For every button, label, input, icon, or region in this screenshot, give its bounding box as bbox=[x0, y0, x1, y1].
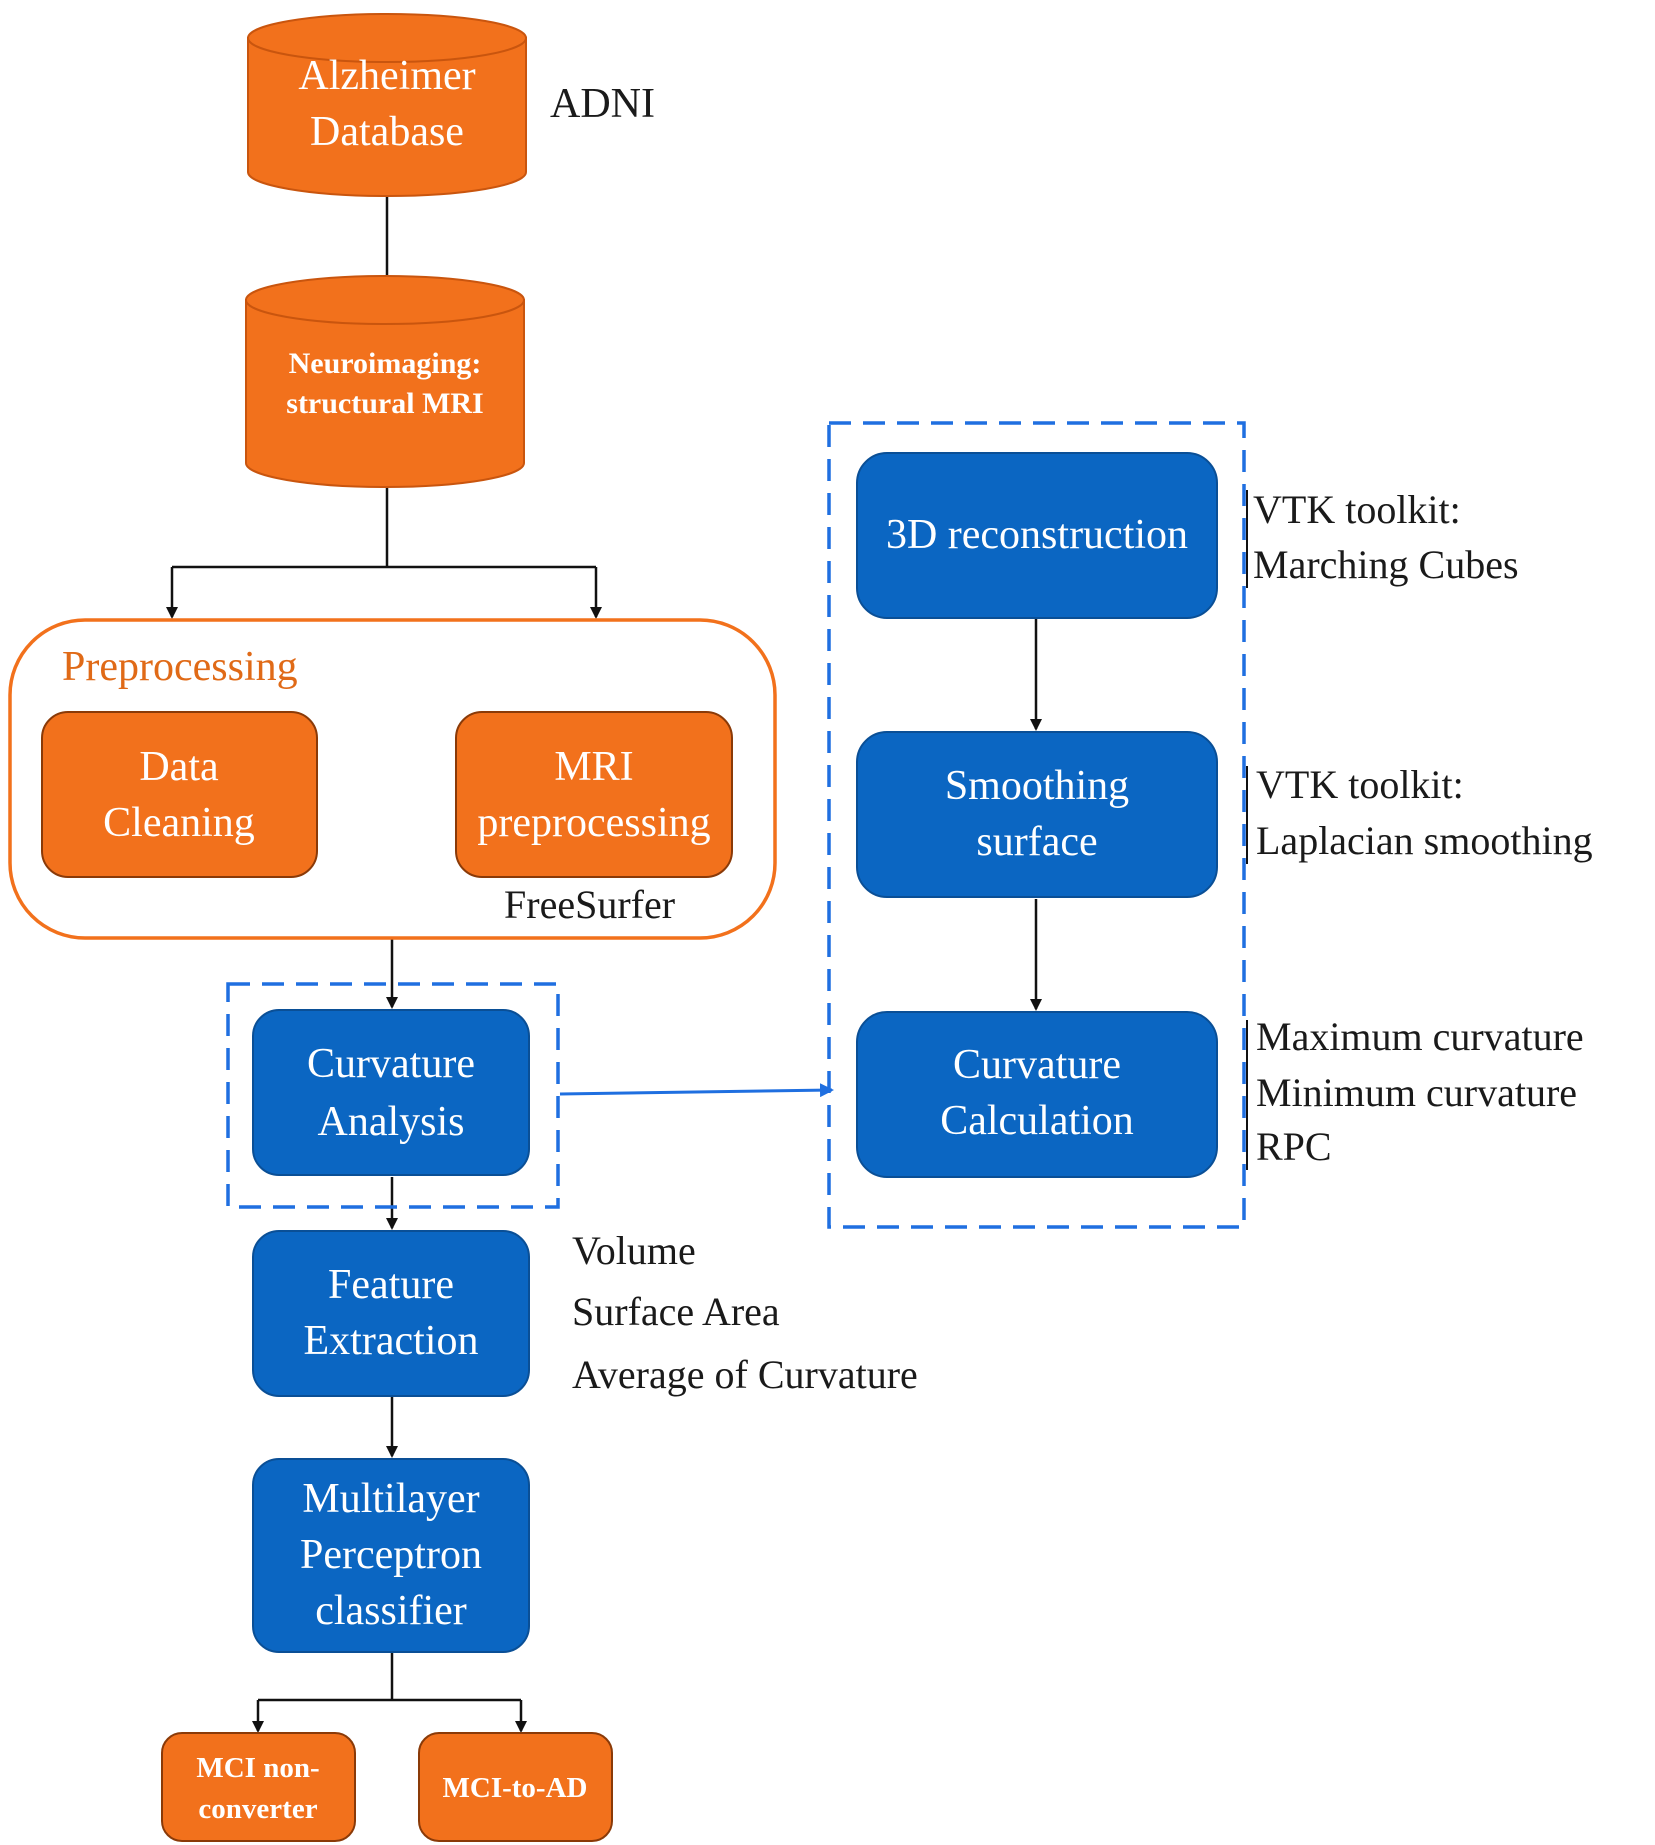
alzheimer-database-cylinder: Alzheimer Database bbox=[247, 13, 527, 197]
curvature-analysis-dashed-frame bbox=[226, 982, 560, 1209]
mlp-classifier-box bbox=[252, 1458, 530, 1653]
feature-extraction-box bbox=[252, 1230, 530, 1397]
adni-label: ADNI bbox=[550, 81, 655, 127]
reconstruction-note-line1: VTK toolkit: bbox=[1253, 487, 1461, 532]
mci-non-converter-box bbox=[161, 1732, 356, 1842]
feature-surface-area: Surface Area bbox=[572, 1289, 780, 1334]
curvature-calculation-box bbox=[856, 1011, 1218, 1178]
curvature-note-rpc: RPC bbox=[1256, 1124, 1332, 1169]
neuroimaging-label-line2: structural MRI bbox=[286, 387, 483, 420]
feature-extraction-label-line1: Feature bbox=[328, 1262, 454, 1308]
mlp-classifier-label-line3: classifier bbox=[315, 1588, 467, 1634]
mri-preprocessing-label-line1: MRI bbox=[554, 744, 633, 790]
curvature-note-maximum: Maximum curvature bbox=[1256, 1014, 1584, 1059]
alzheimer-database-label-line2: Database bbox=[310, 109, 464, 155]
smoothing-box bbox=[856, 731, 1218, 898]
arrow-curvature-analysis-to-detail bbox=[559, 1083, 834, 1098]
feature-volume: Volume bbox=[572, 1228, 696, 1273]
smoothing-note-line1: VTK toolkit: bbox=[1256, 762, 1464, 807]
curvature-calculation-label-line1: Curvature bbox=[953, 1042, 1121, 1088]
preprocessing-title: Preprocessing bbox=[62, 644, 298, 690]
feature-extraction-label-line2: Extraction bbox=[304, 1318, 479, 1364]
data-cleaning-label-line1: Data bbox=[139, 744, 219, 790]
smoothing-label-line2: surface bbox=[976, 819, 1097, 865]
feature-average-curvature: Average of Curvature bbox=[572, 1352, 918, 1397]
smoothing-note-line2: Laplacian smoothing bbox=[1256, 818, 1593, 863]
neuroimaging-label-line1: Neuroimaging: bbox=[289, 347, 482, 380]
reconstruction-note-line2: Marching Cubes bbox=[1253, 542, 1519, 587]
mri-preprocessing-box bbox=[455, 711, 733, 878]
mci-to-ad-label: MCI-to-AD bbox=[443, 1772, 588, 1804]
reconstruction-box bbox=[856, 452, 1218, 619]
curvature-analysis-label-line1: Curvature bbox=[307, 1041, 475, 1087]
curvature-note-minimum: Minimum curvature bbox=[1256, 1070, 1577, 1115]
freesurfer-label: FreeSurfer bbox=[504, 882, 675, 927]
curvature-analysis-label-line2: Analysis bbox=[318, 1099, 465, 1145]
neuroimaging-cylinder: Neuroimaging: structural MRI bbox=[245, 275, 525, 488]
alzheimer-database-label-line1: Alzheimer bbox=[298, 53, 475, 99]
mci-non-converter-label-line1: MCI non- bbox=[196, 1752, 319, 1784]
mri-preprocessing-label-line2: preprocessing bbox=[477, 800, 710, 846]
mlp-classifier-label-line2: Perceptron bbox=[300, 1532, 482, 1578]
mci-to-ad-box bbox=[418, 1732, 613, 1842]
data-cleaning-label-line2: Cleaning bbox=[103, 800, 255, 846]
smoothing-label-line1: Smoothing bbox=[945, 763, 1129, 809]
mci-non-converter-label-line2: converter bbox=[198, 1793, 317, 1825]
mlp-classifier-label-line1: Multilayer bbox=[302, 1476, 479, 1522]
data-cleaning-box bbox=[41, 711, 318, 878]
curvature-analysis-box bbox=[252, 1009, 530, 1176]
curvature-detail-dashed-frame bbox=[827, 421, 1246, 1229]
curvature-calculation-label-line2: Calculation bbox=[940, 1098, 1134, 1144]
reconstruction-label: 3D reconstruction bbox=[886, 512, 1188, 558]
